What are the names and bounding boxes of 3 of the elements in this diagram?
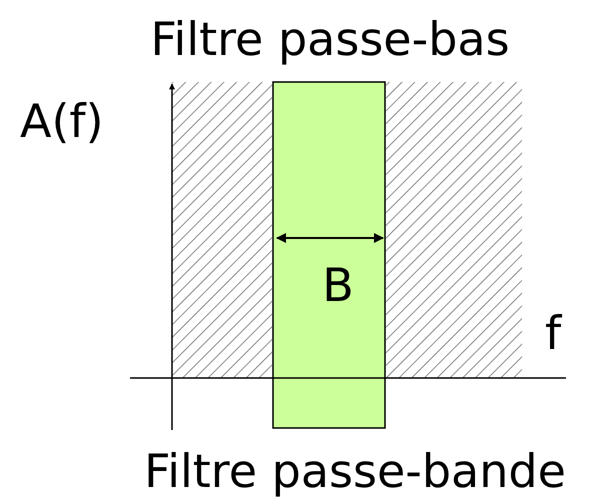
- axis-label: A(f): [20, 98, 104, 144]
- bandwidth-label: B: [322, 262, 354, 308]
- axis-label: f: [545, 310, 562, 356]
